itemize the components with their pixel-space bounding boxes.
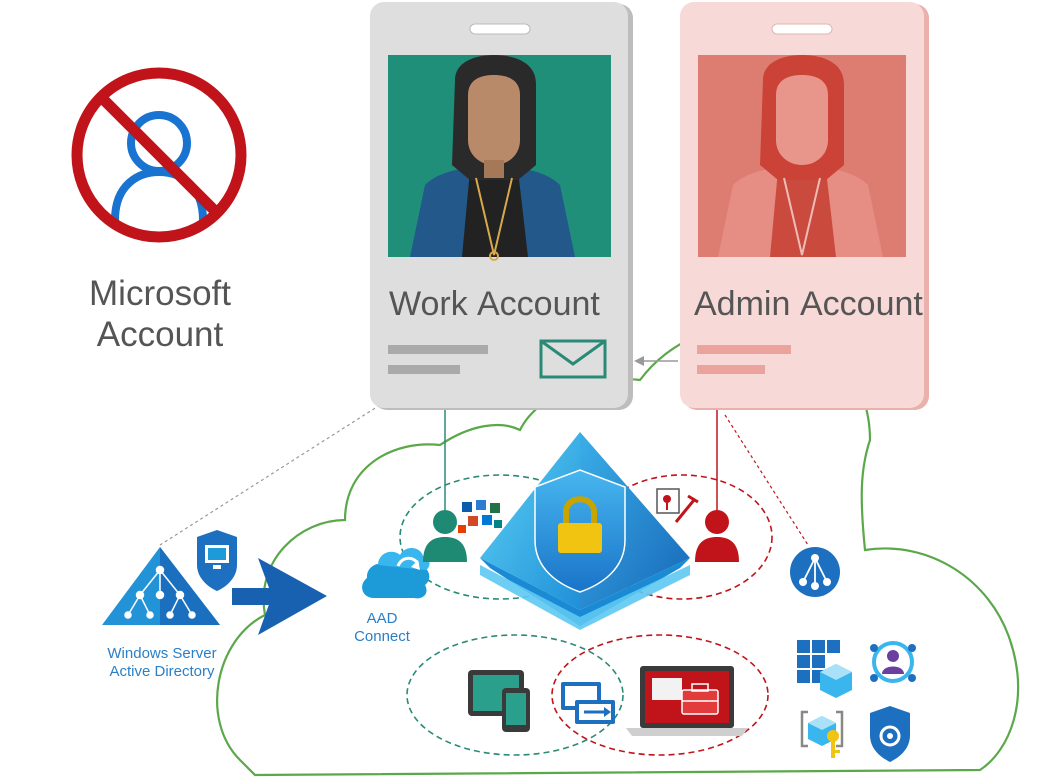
envelope-icon [539,339,607,379]
work-person-avatar [410,55,575,261]
admin-card-title-part1: Admin [694,285,790,323]
connector-work-to-ad [159,404,381,546]
office-apps-icon [458,500,502,533]
hierarchy-icon [790,547,840,597]
identity-protection-icon [870,706,910,762]
aad-connect-line2: Connect [354,628,411,645]
admin-to-work-arrow [634,356,678,366]
admin-device-scope-ellipse [551,634,769,756]
work-card-title-part2: Account [477,285,600,323]
windows-ad-line1: Windows Server [107,645,216,662]
certificate-tools-icon [656,488,699,523]
admin-laptop-icon [626,666,748,736]
tablet-phone-icon [468,670,530,732]
active-directory-pyramid-icon [102,547,220,625]
sync-arrow-icon [232,558,327,635]
remote-desktop-icon [561,682,615,724]
cloud-outline [216,323,1020,777]
windows-ad-line2: Active Directory [109,663,215,680]
admin-person-avatar [718,55,883,257]
azure-ad-pyramid-lock-icon [480,432,690,630]
key-cube-icon [800,710,844,758]
device-scope-ellipse [406,634,624,756]
work-account-card: Work Account [370,2,633,410]
microsoft-account-line2: Account [97,315,224,354]
admin-user-icon [695,510,739,562]
server-shield-icon [197,530,237,591]
admin-card-title-part2: Account [800,285,923,323]
app-grid-icon [797,640,852,698]
connector-admin-hierarchy [724,414,809,546]
microsoft-account-line1: Microsoft [89,274,231,313]
work-card-title-part1: Work [389,285,469,323]
admin-account-card: Admin Account [680,2,929,410]
prohibited-user-icon [71,67,247,243]
user-network-icon [870,641,916,683]
work-user-icon [423,510,467,562]
aad-connect-cloud-icon [362,547,430,599]
aad-connect-line1: AAD [367,610,398,627]
